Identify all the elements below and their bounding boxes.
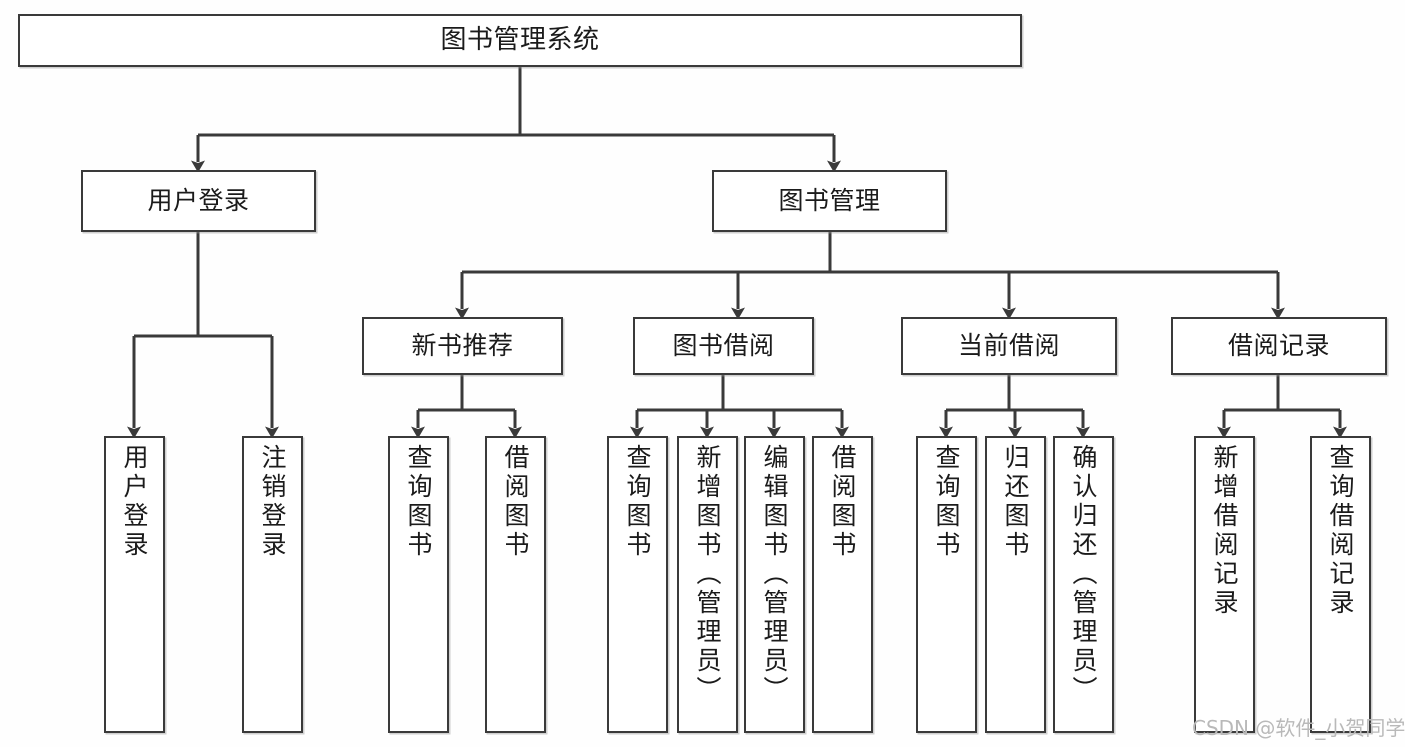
leaf-borrow-book[interactable]: 借阅图书 <box>812 436 873 733</box>
leaf-borrow-book-recommend[interactable]: 借阅图书 <box>485 436 546 733</box>
node-label: 图书借阅 <box>672 331 775 361</box>
leaf-user-login[interactable]: 用户登录 <box>104 436 165 733</box>
node-label: 用户登录 <box>120 444 149 560</box>
leaf-add-borrow-record[interactable]: 新增借阅记录 <box>1194 436 1255 733</box>
node-new-book-recommend[interactable]: 新书推荐 <box>362 317 563 375</box>
node-label: 查询借阅记录 <box>1326 444 1355 618</box>
node-user-login[interactable]: 用户登录 <box>81 170 316 232</box>
node-book-management[interactable]: 图书管理 <box>712 170 947 232</box>
node-label: 新增图书（管理员） <box>693 444 722 705</box>
node-current-borrow[interactable]: 当前借阅 <box>901 317 1117 375</box>
leaf-add-book-admin[interactable]: 新增图书（管理员） <box>677 436 738 733</box>
node-label: 归还图书 <box>1001 444 1030 560</box>
node-label: 编辑图书（管理员） <box>760 444 789 705</box>
node-label: 新书推荐 <box>411 331 514 361</box>
node-label: 用户登录 <box>147 186 250 216</box>
leaf-query-book-current[interactable]: 查询图书 <box>916 436 977 733</box>
leaf-return-book[interactable]: 归还图书 <box>985 436 1046 733</box>
leaf-query-borrow-record[interactable]: 查询借阅记录 <box>1310 436 1371 733</box>
node-label: 注销登录 <box>258 444 287 560</box>
node-label: 图书管理系统 <box>440 25 600 56</box>
leaf-query-book-recommend[interactable]: 查询图书 <box>388 436 449 733</box>
leaf-confirm-return-admin[interactable]: 确认归还（管理员） <box>1053 436 1114 733</box>
node-label: 新增借阅记录 <box>1210 444 1239 618</box>
node-label: 查询图书 <box>623 444 652 560</box>
node-book-borrow[interactable]: 图书借阅 <box>633 317 814 375</box>
node-label: 确认归还（管理员） <box>1069 444 1098 705</box>
node-label: 借阅记录 <box>1227 331 1330 361</box>
node-label: 查询图书 <box>404 444 433 560</box>
leaf-query-book-borrow[interactable]: 查询图书 <box>607 436 668 733</box>
node-label: 借阅图书 <box>501 444 530 560</box>
leaf-edit-book-admin[interactable]: 编辑图书（管理员） <box>744 436 805 733</box>
node-label: 当前借阅 <box>957 331 1060 361</box>
node-root-system[interactable]: 图书管理系统 <box>18 14 1022 67</box>
leaf-logout[interactable]: 注销登录 <box>242 436 303 733</box>
node-label: 图书管理 <box>778 186 881 216</box>
node-label: 查询图书 <box>932 444 961 560</box>
node-label: 借阅图书 <box>828 444 857 560</box>
node-borrow-records[interactable]: 借阅记录 <box>1171 317 1387 375</box>
